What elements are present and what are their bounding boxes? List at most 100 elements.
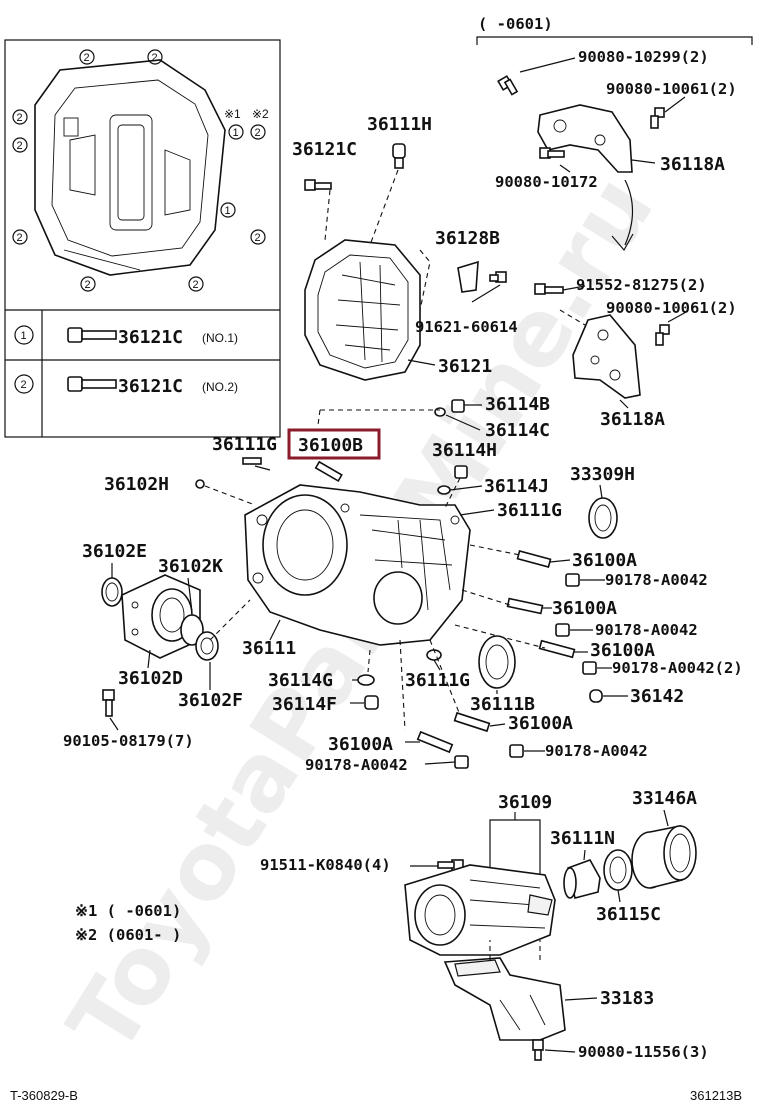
marker-2: 2 (80, 276, 96, 292)
svg-text:36114G: 36114G (268, 670, 333, 691)
washer-icon (434, 407, 446, 417)
svg-text:36111N: 36111N (550, 828, 615, 849)
svg-text:90080-10299(2): 90080-10299(2) (578, 48, 709, 66)
stud-icon (453, 711, 491, 733)
svg-text:2: 2 (255, 232, 261, 244)
svg-text:36100A: 36100A (552, 598, 617, 619)
pin-icon (426, 649, 442, 661)
studs-and-nuts: 36100A 90178-A0042 36100A 90178-A0042 36… (454, 544, 743, 707)
inset-legend-row-1: 1 36121C (NO.1) (14, 325, 238, 348)
bracket-33183 (443, 957, 566, 1041)
stud-icon (516, 550, 552, 568)
svg-text:90178-A0042: 90178-A0042 (595, 621, 698, 639)
bolt-icon (497, 75, 519, 96)
cover-plate-drawing (34, 59, 226, 276)
svg-text:36111G: 36111G (497, 500, 562, 521)
svg-text:2: 2 (85, 279, 91, 291)
pin-icon (242, 457, 262, 465)
plug-icon (364, 695, 379, 710)
svg-text:36100A: 36100A (572, 550, 637, 571)
svg-text:90105-08179(7): 90105-08179(7) (63, 732, 194, 750)
marker-2: 2 (147, 49, 163, 65)
svg-text:2: 2 (255, 127, 261, 139)
inset-bolt-markers: 2 2 2 2 2 2 2 2 2 1 1 ※1 ※2 (12, 49, 269, 292)
flange-group-left: 36102E 36102K 36102D 36102F (63, 541, 251, 750)
bracket-group-lower: 91552-81275(2) 90080-10061(2) 36118A (534, 276, 737, 430)
svg-text:90178-A0042: 90178-A0042 (605, 571, 708, 589)
svg-text:36100A: 36100A (508, 713, 573, 734)
bolt-icon (102, 689, 115, 717)
svg-text:33309H: 33309H (570, 464, 635, 485)
svg-text:1: 1 (233, 127, 239, 139)
bolt-icon (67, 327, 117, 343)
bolt-icon (304, 179, 332, 191)
svg-text:2: 2 (193, 279, 199, 291)
svg-text:91511-K0840(4): 91511-K0840(4) (260, 856, 391, 874)
nut-icon (589, 689, 603, 703)
svg-text:2: 2 (17, 232, 23, 244)
nut-icon (509, 744, 524, 758)
marker-2: 2 (188, 276, 204, 292)
cover-36121: 36111H 36121C 36128B 91621-60614 36121 (292, 114, 518, 381)
housing-36111: 36100B 36114B 36114C 36111G 36114H 36102… (104, 394, 635, 659)
sleeve-36111n (563, 859, 601, 899)
bolt-icon (67, 376, 117, 392)
svg-text:91621-60614: 91621-60614 (415, 318, 518, 336)
range-note-top: ( -0601) (478, 15, 553, 33)
bolt-icon (532, 1039, 544, 1061)
nut-icon (454, 755, 469, 769)
stud-icon (314, 460, 343, 483)
seal-33309h (588, 497, 618, 539)
svg-text:2: 2 (84, 52, 90, 64)
svg-text:36111H: 36111H (367, 114, 432, 135)
svg-text:90178-A0042(2): 90178-A0042(2) (612, 659, 743, 677)
bolt-icon (655, 324, 670, 346)
washer-icon (357, 674, 375, 686)
svg-text:(NO.1): (NO.1) (202, 331, 238, 345)
plug-icon (392, 143, 406, 169)
mark-2: ※2 (252, 107, 269, 121)
nut-icon (555, 623, 570, 637)
highlight-36100b: 36100B (287, 428, 381, 460)
svg-text:36109: 36109 (498, 792, 552, 813)
marker-2: 2 (79, 49, 95, 65)
svg-text:36111: 36111 (242, 638, 296, 659)
marker-2: 2 (250, 229, 266, 245)
footer-right: 361213B (690, 1088, 742, 1103)
svg-text:36128B: 36128B (435, 228, 500, 249)
svg-text:36114B: 36114B (485, 394, 550, 415)
svg-text:2: 2 (21, 379, 27, 391)
mark-1: ※1 (224, 107, 241, 121)
svg-text:91552-81275(2): 91552-81275(2) (576, 276, 707, 294)
oring-36102e (101, 577, 123, 607)
stud-icon (416, 730, 454, 754)
svg-text:36142: 36142 (630, 686, 684, 707)
svg-text:2: 2 (17, 140, 23, 152)
stud-icon (538, 639, 576, 659)
svg-text:36118A: 36118A (660, 154, 725, 175)
svg-text:2: 2 (152, 52, 158, 64)
bracket-36118a-upper (537, 104, 633, 173)
footer-left: T-360829-B (10, 1088, 78, 1103)
marker-1: 1 (228, 124, 244, 140)
plug-icon (451, 399, 465, 413)
plug-icon (454, 465, 468, 479)
bracket-36128b (457, 260, 507, 293)
svg-text:36111G: 36111G (212, 434, 277, 455)
svg-text:36114J: 36114J (484, 476, 549, 497)
inset-panel: 2 2 2 2 2 2 2 2 2 1 1 ※1 ※2 1 36121C (NO… (4, 39, 281, 438)
marker-2: 2 (12, 109, 28, 125)
bottom-assembly: 36109 33146A 36111N 36115C 91511-K0840(4… (260, 788, 709, 1061)
svg-text:33146A: 33146A (632, 788, 697, 809)
lower-mid-parts: 36114G 36114F 36111G 36111B 36100A 36100… (268, 635, 648, 774)
bolt-icon (539, 147, 565, 159)
bearing-33146a (631, 825, 697, 889)
svg-text:1: 1 (21, 330, 27, 342)
svg-text:90080-10061(2): 90080-10061(2) (606, 299, 737, 317)
svg-text:90178-A0042: 90178-A0042 (305, 756, 408, 774)
svg-text:36102E: 36102E (82, 541, 147, 562)
svg-text:36102D: 36102D (118, 668, 183, 689)
svg-text:36118A: 36118A (600, 409, 665, 430)
highlight-box (287, 428, 381, 460)
bracket-group-top: ( -0601) 90080-10299(2) 90080-10061(2) 3… (476, 15, 753, 252)
